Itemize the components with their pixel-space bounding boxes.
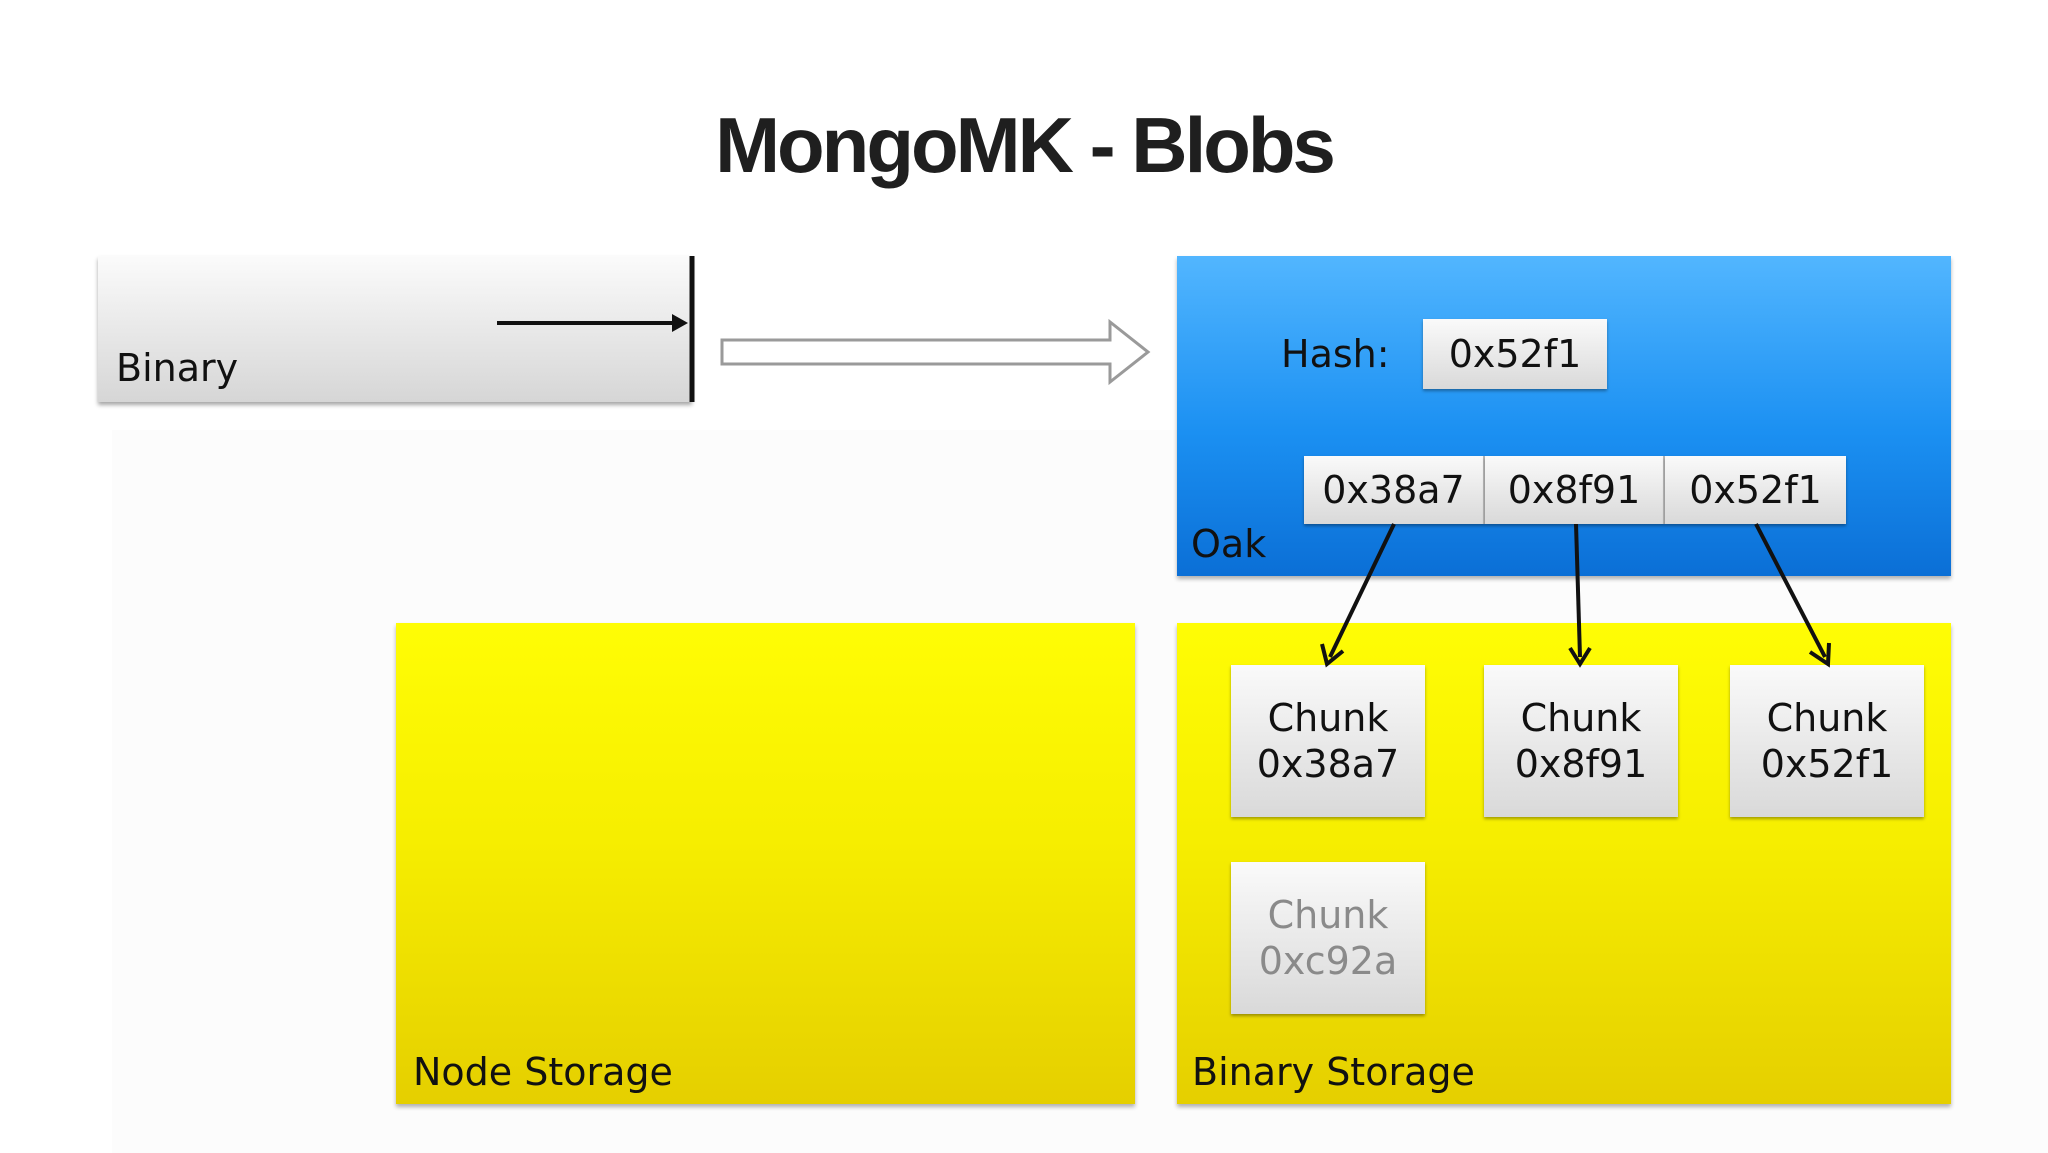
chunk-ref-cell: 0x52f1 bbox=[1665, 456, 1846, 524]
chunk-ref: 0x52f1 bbox=[1689, 468, 1822, 512]
ref-arrowhead bbox=[1320, 643, 1345, 668]
chunk-box: Chunk 0x52f1 bbox=[1730, 665, 1924, 817]
binary-storage-box: Chunk 0x38a7 Chunk 0x8f91 Chunk 0x52f1 C… bbox=[1177, 623, 1951, 1104]
hash-label: Hash: bbox=[1281, 332, 1390, 376]
chunk-id: 0x8f91 bbox=[1514, 742, 1648, 786]
binary-box: Binary bbox=[98, 256, 692, 402]
chunk-label: Chunk bbox=[1766, 696, 1888, 740]
hash-value: 0x52f1 bbox=[1448, 332, 1582, 376]
chunk-label: Chunk bbox=[1267, 696, 1389, 740]
node-storage-box: Node Storage bbox=[396, 623, 1135, 1104]
chunk-id: 0x52f1 bbox=[1760, 742, 1894, 786]
chunk-ref: 0x8f91 bbox=[1507, 468, 1641, 512]
chunk-id: 0x38a7 bbox=[1256, 742, 1400, 786]
chunk-ref-cell: 0x8f91 bbox=[1485, 456, 1665, 524]
chunk-label: Chunk bbox=[1267, 893, 1389, 937]
ref-arrow bbox=[1754, 523, 1827, 658]
slide-title: MongoMK - Blobs bbox=[715, 101, 1336, 189]
ref-arrowhead bbox=[1808, 642, 1831, 668]
chunk-ref-cell: 0x38a7 bbox=[1304, 456, 1485, 524]
chunk-box: Chunk 0x38a7 bbox=[1231, 665, 1425, 817]
chunk-id: 0xc92a bbox=[1258, 939, 1398, 983]
binary-storage-label: Binary Storage bbox=[1192, 1050, 1475, 1094]
binary-label: Binary bbox=[116, 346, 239, 390]
hash-value-cell: 0x52f1 bbox=[1423, 319, 1607, 389]
ref-arrowhead bbox=[1568, 646, 1592, 668]
ref-arrow bbox=[1328, 523, 1396, 658]
orphan-chunk-box: Chunk 0xc92a bbox=[1231, 862, 1425, 1014]
chunk-box: Chunk 0x8f91 bbox=[1484, 665, 1678, 817]
chunk-label: Chunk bbox=[1520, 696, 1642, 740]
oak-label: Oak bbox=[1191, 522, 1267, 566]
binary-pointer-arrowhead bbox=[672, 314, 688, 332]
hollow-flow-arrow bbox=[720, 318, 1151, 386]
node-storage-label: Node Storage bbox=[413, 1050, 673, 1094]
ref-arrow bbox=[1574, 523, 1582, 658]
oak-box: Hash: 0x52f1 0x38a7 0x8f91 0x52f1 Oak bbox=[1177, 256, 1951, 576]
chunk-ref: 0x38a7 bbox=[1322, 468, 1465, 512]
